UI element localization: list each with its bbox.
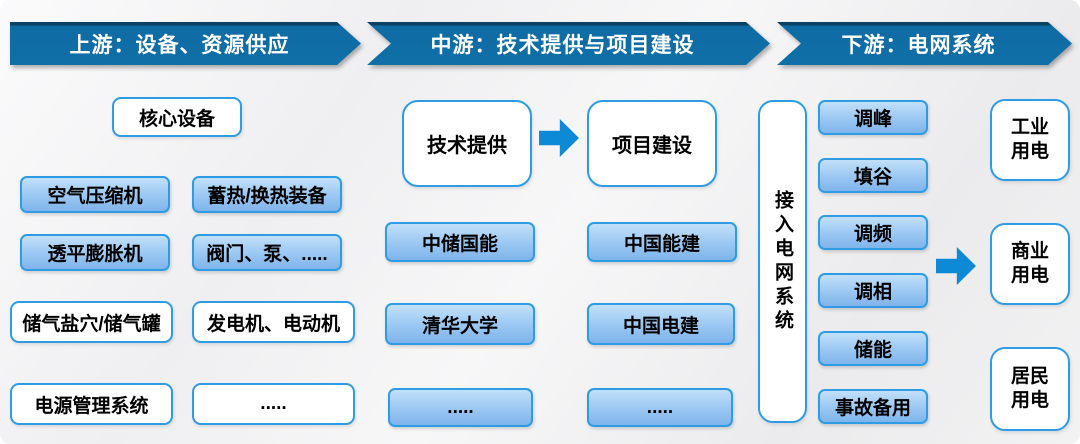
box-industrial-power-use: 工业用电 (990, 99, 1070, 181)
box-energy-storage: 储能 (818, 331, 928, 366)
box-upstream-more: ..... (192, 383, 355, 425)
box-commercial-power-use: 商业用电 (990, 223, 1070, 305)
banner-downstream-shape: 下游：电网系统 (777, 22, 1072, 65)
box-tsinghua-university: 清华大学 (385, 303, 535, 345)
box-midstream-build-more: ..... (587, 388, 733, 427)
box-phase-regulation: 调相 (818, 273, 928, 308)
box-china-energy-engineering: 中国能建 (587, 222, 737, 262)
box-valley-filling: 填谷 (818, 158, 928, 193)
box-residential-power-use: 居民用电 (990, 347, 1070, 431)
box-zhongchu-guoneng: 中储国能 (385, 222, 535, 262)
banner-downstream: 下游：电网系统 (777, 22, 1072, 65)
right-arrow-icon (936, 247, 976, 285)
box-power-china: 中国电建 (587, 303, 735, 345)
box-power-management-system: 电源管理系统 (10, 383, 173, 425)
box-technology-provision: 技术提供 (402, 100, 532, 187)
box-midstream-tech-more: ..... (388, 388, 533, 427)
banner-midstream-label: 中游：技术提供与项目建设 (430, 33, 695, 57)
box-air-compressor: 空气压缩机 (20, 176, 170, 213)
box-heat-storage-exchange: 蓄热/换热装备 (192, 176, 342, 213)
box-core-equipment: 核心设备 (112, 97, 242, 137)
box-grid-access-system: 接入电网系统 (758, 100, 807, 423)
banner-midstream: 中游：技术提供与项目建设 (367, 22, 770, 65)
box-peak-shaving: 调峰 (818, 100, 928, 135)
box-frequency-regulation: 调频 (818, 215, 928, 250)
banner-downstream-label: 下游：电网系统 (841, 33, 996, 57)
banner-upstream: 上游：设备、资源供应 (10, 22, 361, 65)
box-salt-cavern-tank: 储气盐穴/储气罐 (10, 301, 173, 343)
right-arrow-icon (539, 119, 579, 157)
box-generator-motor: 发电机、电动机 (192, 301, 355, 343)
banner-upstream-shape: 上游：设备、资源供应 (10, 22, 361, 65)
box-emergency-backup: 事故备用 (818, 389, 928, 424)
box-turbine-expander: 透平膨胀机 (20, 234, 170, 271)
banner-upstream-label: 上游：设备、资源供应 (69, 33, 290, 57)
banner-midstream-shape: 中游：技术提供与项目建设 (367, 22, 770, 65)
box-valves-pumps: 阀门、泵、..... (192, 234, 342, 271)
box-project-construction: 项目建设 (587, 100, 717, 187)
